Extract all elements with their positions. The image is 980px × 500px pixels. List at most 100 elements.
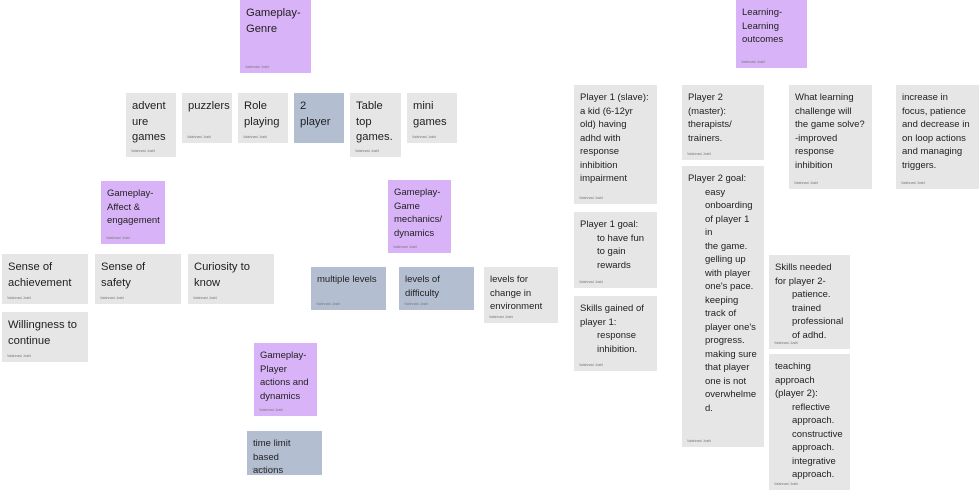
bullet-list: to have fun to gain rewards [580,232,651,273]
note-text: What learning challenge will the game so… [795,92,865,171]
note-author: Vaishnavi Joshi [187,135,212,139]
note-text: time limit based actions [253,438,291,475]
sticky-learning-outcomes[interactable]: Learning- Learning outcomes Vaishnavi Jo… [736,0,807,68]
note-text: mini games [413,100,447,128]
list-item: to gain rewards [597,246,631,271]
note-author: Vaishnavi Joshi [579,280,604,284]
note-text: teaching approach (player 2): [775,361,818,399]
sticky-levels-for-change[interactable]: levels for change in environment Vaishna… [484,267,558,323]
sticky-player-1[interactable]: Player 1 (slave): a kid (6-12yr old) hav… [574,85,657,204]
note-text: advent ure games [132,100,166,143]
sticky-skills-gained[interactable]: Skills gained of player 1: response inhi… [574,296,657,371]
sticky-increase-in-focus[interactable]: increase in focus, patience and decrease… [896,85,979,189]
note-text: Player 2 goal: [688,173,747,184]
note-text: Table top games. [356,100,393,143]
sticky-role-playing[interactable]: Role playing Vaishnavi Joshi [238,93,288,143]
note-author: Vaishnavi Joshi [131,149,156,153]
note-text: levels for change in environment [490,274,543,312]
list-item: reflective approach. [792,401,835,427]
sticky-teaching-approach[interactable]: teaching approach (player 2): reflective… [769,354,850,490]
note-text: levels of difficulty [405,274,440,299]
note-author: Vaishnavi Joshi [252,467,277,471]
note-author: Vaishnavi Joshi [7,296,32,300]
note-author: Vaishnavi Joshi [404,302,429,306]
note-author: Vaishnavi Joshi [794,181,819,185]
sticky-gameplay-mechanics[interactable]: Gameplay- Game mechanics/ dynamics Vaish… [388,180,451,253]
note-text: Role playing [244,100,280,128]
note-text: Learning- Learning outcomes [742,7,784,45]
note-text: Sense of safety [101,261,146,289]
sticky-skills-needed[interactable]: Skills needed for player 2- patience. tr… [769,255,850,349]
note-author: Vaishnavi Joshi [774,482,799,486]
sticky-player-2[interactable]: Player 2 (master): therapists/ trainers.… [682,85,764,160]
note-author: Vaishnavi Joshi [741,60,766,64]
note-author: Vaishnavi Joshi [579,363,604,367]
sticky-puzzlers[interactable]: puzzlers Vaishnavi Joshi [182,93,232,143]
note-author: Vaishnavi Joshi [243,135,268,139]
note-author: Vaishnavi Joshi [393,245,418,249]
list-item: gelling up with player one's pace. [705,254,754,292]
sticky-gameplay-genre[interactable]: Gameplay- Genre Vaishnavi Joshi [240,0,311,73]
note-author: Vaishnavi Joshi [7,354,32,358]
note-author: Vaishnavi Joshi [774,341,799,345]
sticky-gameplay-affect[interactable]: Gameplay- Affect & engagement Vaishnavi … [101,181,165,244]
list-item: making sure that player one is not overw… [705,348,757,414]
note-text: Gameplay- Genre [246,7,301,35]
list-item: constructive approach. [792,428,843,454]
sticky-multiple-levels[interactable]: multiple levels Vaishnavi Joshi [311,267,386,310]
list-item: to have fun [597,232,645,244]
list-item: keeping track of player one's progress. [705,294,756,347]
note-text: Gameplay- Affect & engagement [107,188,160,226]
list-item: trained professional of adhd. [792,302,844,341]
sticky-curiosity-to-know[interactable]: Curiosity to know Vaishnavi Joshi [188,254,274,304]
note-text: Player 1 (slave): a kid (6-12yr old) hav… [580,92,649,184]
sticky-player-2-goal[interactable]: Player 2 goal: easy onboarding of player… [682,166,764,447]
note-author: Vaishnavi Joshi [100,296,125,300]
note-author: Vaishnavi Joshi [355,149,380,153]
bullet-list: reflective approach. constructive approa… [775,401,844,482]
list-item: response inhibition. [597,330,638,355]
note-text: increase in focus, patience and decrease… [902,92,970,171]
note-text: Skills gained of player 1: [580,303,644,328]
note-text: Player 1 goal: [580,219,639,230]
note-author: Vaishnavi Joshi [106,236,131,240]
note-text: Curiosity to know [194,261,250,289]
sticky-gameplay-actions[interactable]: Gameplay- Player actions and dynamics Va… [254,343,317,416]
sticky-2-player[interactable]: 2 player [294,93,344,143]
note-author: Vaishnavi Joshi [687,439,712,443]
bullet-list: response inhibition. [580,329,651,356]
bullet-list: patience. trained professional of adhd. [775,288,844,342]
sticky-sense-of-safety[interactable]: Sense of safety Vaishnavi Joshi [95,254,181,304]
sticky-adventure-games[interactable]: advent ure games Vaishnavi Joshi [126,93,176,157]
list-item: patience. [792,289,831,300]
note-author: Vaishnavi Joshi [489,315,514,319]
list-item: easy onboarding of player 1 in the game. [705,186,753,252]
sticky-willingness-to-continue[interactable]: Willingness to continue Vaishnavi Joshi [2,312,88,362]
sticky-learning-challenge[interactable]: What learning challenge will the game so… [789,85,872,189]
note-text: Skills needed for player 2- [775,262,832,287]
note-author: Vaishnavi Joshi [245,65,270,69]
note-text: Sense of achievement [8,261,72,289]
note-author: Vaishnavi Joshi [259,408,284,412]
sticky-time-limit-actions[interactable]: time limit based actions Vaishnavi Joshi [247,431,322,475]
sticky-player-1-goal[interactable]: Player 1 goal: to have fun to gain rewar… [574,212,657,288]
sticky-levels-of-difficulty[interactable]: levels of difficulty Vaishnavi Joshi [399,267,474,310]
note-author: Vaishnavi Joshi [316,302,341,306]
sticky-sense-of-achievement[interactable]: Sense of achievement Vaishnavi Joshi [2,254,88,304]
sticky-table-top-games[interactable]: Table top games. Vaishnavi Joshi [350,93,401,157]
bullet-list: easy onboarding of player 1 in the game.… [688,186,758,416]
note-text: Player 2 (master): therapists/ trainers. [688,92,732,144]
list-item: integrative approach. [792,455,836,481]
note-text: 2 player [300,100,331,128]
note-text: Willingness to continue [8,319,78,347]
note-text: puzzlers [188,100,230,112]
note-author: Vaishnavi Joshi [579,196,604,200]
note-text: Gameplay- Player actions and dynamics [260,350,309,402]
note-author: Vaishnavi Joshi [901,181,926,185]
note-author: Vaishnavi Joshi [412,135,437,139]
sticky-mini-games[interactable]: mini games Vaishnavi Joshi [407,93,457,143]
note-text: multiple levels [317,274,377,285]
note-author: Vaishnavi Joshi [193,296,218,300]
note-author: Vaishnavi Joshi [687,152,712,156]
note-text: Gameplay- Game mechanics/ dynamics [394,187,443,239]
